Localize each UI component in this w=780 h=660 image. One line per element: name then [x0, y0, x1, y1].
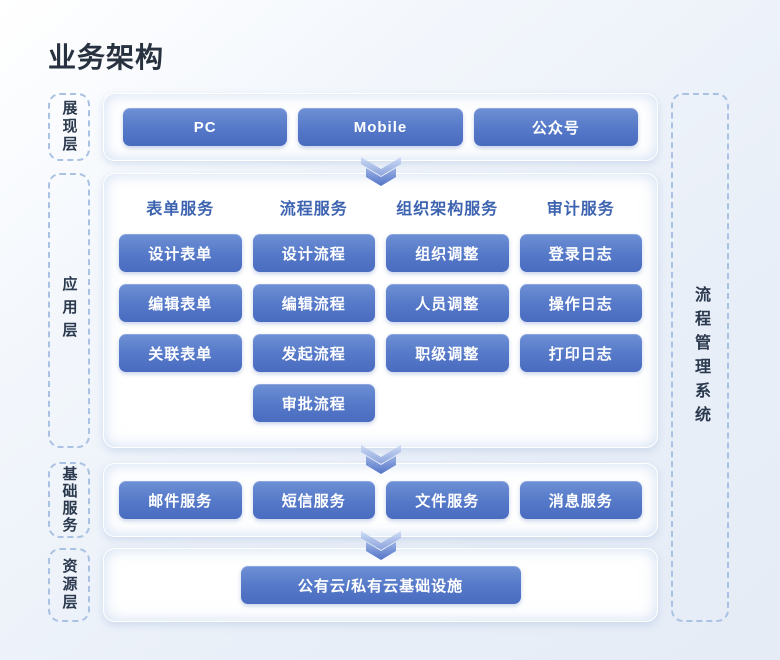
- column-header: 流程服务: [279, 201, 348, 218]
- node-link-form[interactable]: 关联表单: [119, 334, 242, 372]
- node-file-service[interactable]: 文件服务: [386, 481, 509, 519]
- column-process-service: 流程服务 设计流程 编辑流程 发起流程 审批流程: [252, 199, 375, 448]
- column-form-service: 表单服务 设计表单 编辑表单 关联表单: [119, 199, 242, 448]
- arrow-down-icon: [361, 157, 401, 186]
- basic-services-panel: 邮件服务 短信服务 文件服务 消息服务: [103, 463, 658, 537]
- node-official-account[interactable]: 公众号: [473, 108, 638, 146]
- node-message-service[interactable]: 消息服务: [519, 481, 642, 519]
- arrow-down-icon: [361, 531, 401, 560]
- application-layer-panel: 表单服务 设计表单 编辑表单 关联表单 流程服务 设计流程 编辑流程 发起流程 …: [103, 173, 658, 448]
- node-staff-adjust[interactable]: 人员调整: [386, 284, 509, 322]
- arrow-down-icon: [361, 445, 401, 474]
- process-management-system-label: 流程管理系统: [671, 93, 729, 622]
- column-audit-service: 审计服务 登录日志 操作日志 打印日志: [519, 199, 642, 448]
- node-sms-service[interactable]: 短信服务: [252, 481, 375, 519]
- node-rank-adjust[interactable]: 职级调整: [386, 334, 509, 372]
- process-management-system-text: 流程管理系统: [692, 285, 709, 430]
- layer-label-text: 应用层: [60, 276, 78, 345]
- presentation-layer-panel: PC Mobile 公众号: [103, 93, 658, 161]
- layer-label-text: 资源层: [60, 558, 78, 612]
- resource-layer-panel: 公有云/私有云基础设施: [103, 548, 658, 622]
- node-approve-process[interactable]: 审批流程: [252, 384, 375, 422]
- layer-label-application: 应用层: [48, 173, 90, 448]
- layer-label-text: 展现层: [60, 100, 78, 154]
- column-org-structure-service: 组织架构服务 组织调整 人员调整 职级调整: [386, 199, 509, 448]
- layer-label-resource: 资源层: [48, 548, 90, 622]
- node-pc[interactable]: PC: [123, 108, 288, 146]
- node-cloud-infrastructure[interactable]: 公有云/私有云基础设施: [240, 566, 521, 604]
- layer-label-text: 基础服务: [60, 466, 78, 534]
- node-mobile[interactable]: Mobile: [298, 108, 463, 146]
- layer-label-presentation: 展现层: [48, 93, 90, 161]
- page-title: 业务架构: [48, 42, 165, 73]
- node-edit-form[interactable]: 编辑表单: [119, 284, 242, 322]
- node-design-process[interactable]: 设计流程: [252, 234, 375, 272]
- node-operation-log[interactable]: 操作日志: [519, 284, 642, 322]
- node-edit-process[interactable]: 编辑流程: [252, 284, 375, 322]
- node-mail-service[interactable]: 邮件服务: [119, 481, 242, 519]
- node-login-log[interactable]: 登录日志: [519, 234, 642, 272]
- node-org-adjust[interactable]: 组织调整: [386, 234, 509, 272]
- column-header: 组织架构服务: [396, 201, 499, 218]
- node-design-form[interactable]: 设计表单: [119, 234, 242, 272]
- column-header: 审计服务: [546, 201, 615, 218]
- node-print-log[interactable]: 打印日志: [519, 334, 642, 372]
- column-header: 表单服务: [146, 201, 215, 218]
- layer-label-basic-services: 基础服务: [48, 462, 90, 538]
- node-start-process[interactable]: 发起流程: [252, 334, 375, 372]
